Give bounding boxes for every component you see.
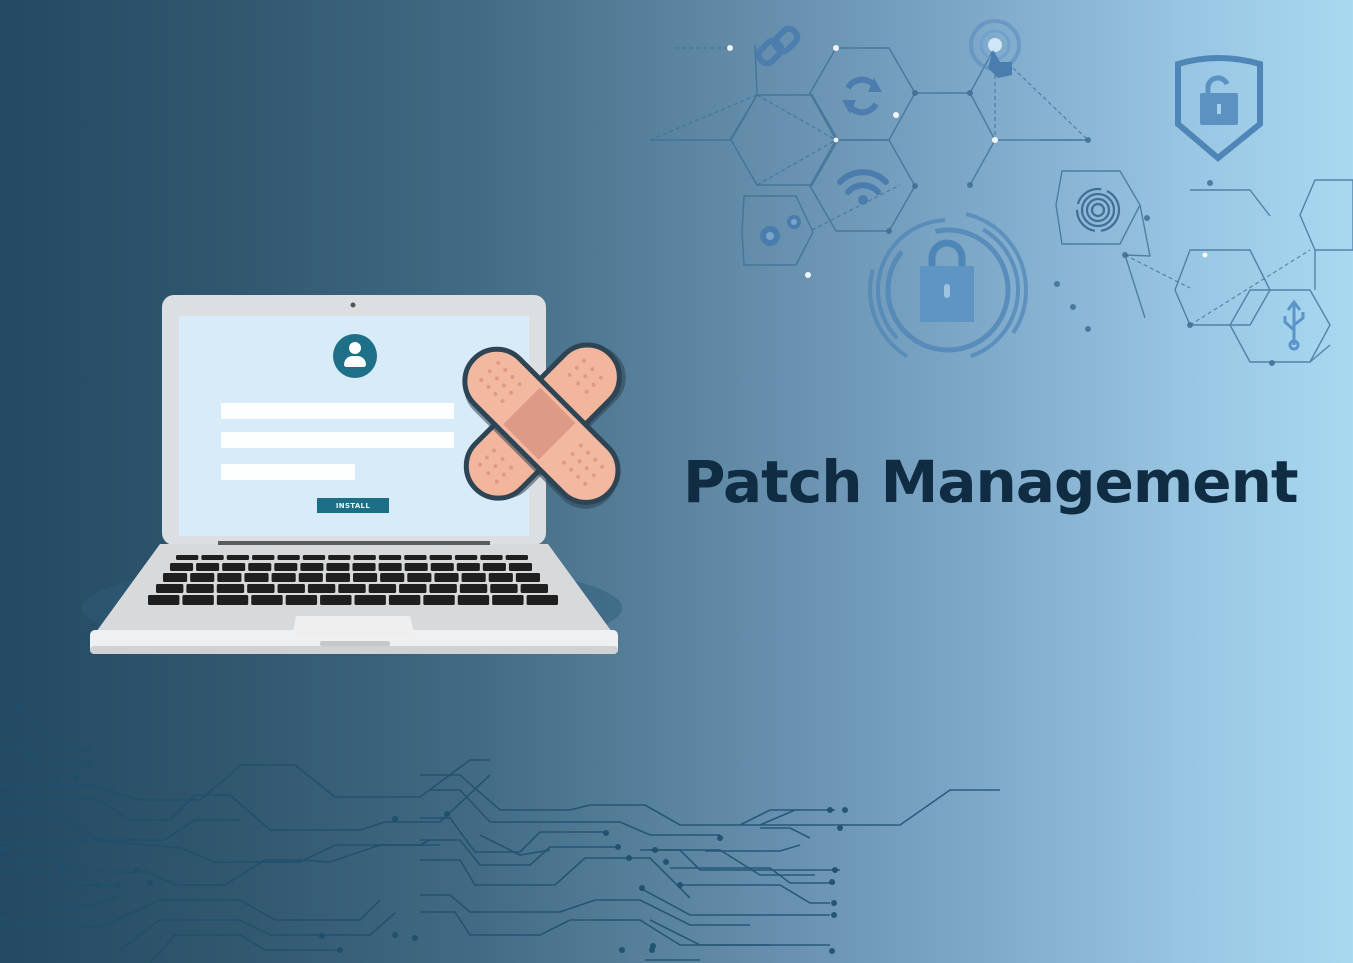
lock-icon — [868, 210, 1028, 370]
avatar — [333, 334, 377, 378]
gears-icon — [760, 215, 801, 246]
password-field[interactable] — [221, 432, 454, 448]
page-title: Patch Management — [683, 448, 1299, 516]
wifi-icon — [837, 169, 889, 205]
user-icon — [349, 342, 361, 354]
refresh-icon — [842, 76, 882, 116]
touch-icon — [969, 19, 1021, 78]
shield-unlock-icon — [1175, 55, 1263, 162]
usb-icon — [1283, 299, 1305, 351]
link-icon — [755, 25, 801, 67]
fingerprint-icon — [1075, 187, 1121, 233]
username-field[interactable] — [221, 403, 454, 419]
install-button[interactable]: INSTALL — [317, 498, 389, 513]
short-field[interactable] — [221, 464, 355, 480]
user-icon-body — [344, 356, 366, 367]
